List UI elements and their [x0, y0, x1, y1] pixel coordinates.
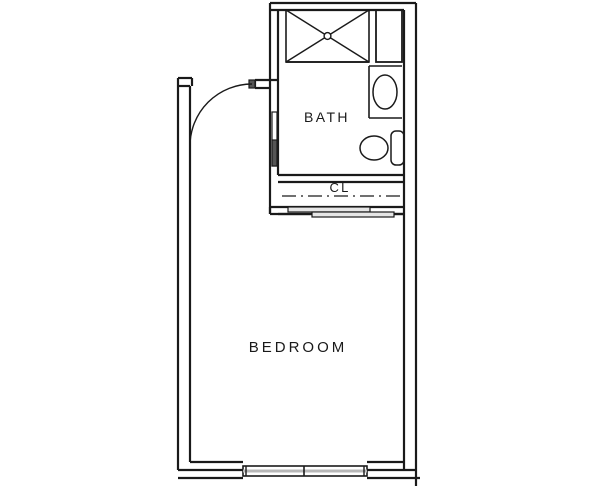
vanity-sink [368, 65, 402, 119]
closet-bypass-doors[interactable] [287, 206, 395, 218]
room-label-bath: BATH [304, 109, 350, 125]
exterior-walls [253, 1, 418, 486]
linen-closet [375, 9, 403, 63]
toilet-bowl-icon [359, 135, 389, 161]
shower-drain-icon [323, 31, 332, 41]
lavatory-basin-icon [372, 74, 398, 110]
bedroom-bottom-wall [178, 460, 420, 480]
room-label-bedroom: BEDROOM [249, 339, 348, 356]
room-label-closet: CL [329, 180, 350, 195]
toilet [359, 130, 405, 166]
shower-stall [285, 9, 370, 63]
toilet-tank-icon [390, 130, 405, 166]
entry-door[interactable] [189, 79, 256, 150]
closet-shelf-rod [282, 195, 400, 197]
patio-slider-window[interactable] [242, 465, 368, 477]
bath-pocket-door[interactable] [271, 111, 278, 167]
